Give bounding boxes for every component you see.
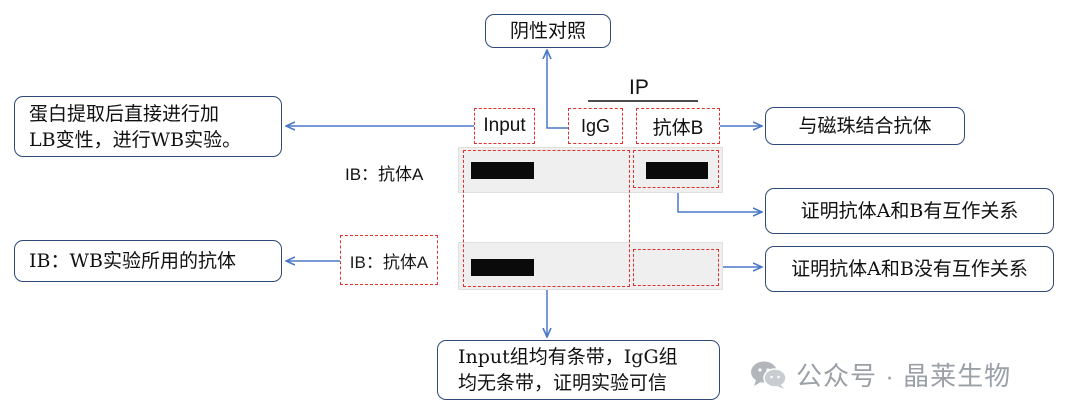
validity-note-box: Input组均有条带，IgG组 均无条带，证明实验可信	[437, 340, 720, 400]
interaction-no-box: 证明抗体A和B没有互作关系	[765, 246, 1054, 292]
lysate-note-line-2: LB变性，进行WB实验。	[29, 128, 242, 151]
ib-note-box: IB：WB实验所用的抗体	[14, 240, 282, 282]
band-input-row-2	[471, 259, 534, 276]
row-2-ib-label-box: IB：抗体A	[340, 235, 438, 285]
lysate-note-line-1: 蛋白提取后直接进行加	[29, 102, 220, 125]
ip-label: IP	[629, 76, 649, 99]
row-1-ib-label: IB：抗体A	[345, 165, 424, 184]
input-column-outline	[463, 150, 630, 287]
negative-control-box: 阴性对照	[485, 14, 611, 48]
antibody-b-empty-outline	[633, 249, 719, 286]
validity-note-line-1: Input组均有条带，IgG组	[458, 346, 678, 368]
negative-control-label: 阴性对照	[509, 20, 586, 42]
bead-antibody-text: 与磁珠结合抗体	[798, 115, 932, 137]
interaction-no-text: 证明抗体A和B没有互作关系	[791, 258, 1028, 280]
band-input-row-1	[471, 162, 534, 179]
ib-note-text: IB：WB实验所用的抗体	[29, 250, 236, 272]
row-2-ib-label: IB：抗体A	[349, 252, 429, 272]
watermark-text: 公众号 · 晶莱生物	[796, 361, 1012, 391]
lysate-note-box: 蛋白提取后直接进行加 LB变性，进行WB实验。	[14, 96, 282, 157]
bead-antibody-box: 与磁珠结合抗体	[765, 107, 965, 145]
arrow-band-to-interaction-yes	[677, 188, 762, 212]
lane-input-header: Input	[474, 108, 535, 144]
lane-antibody-b-header: 抗体B	[636, 108, 720, 144]
validity-note-line-2: 均无条带，证明实验可信	[458, 372, 668, 394]
arrow-igg-to-negative-control	[547, 50, 568, 129]
wechat-icon	[750, 360, 788, 390]
lane-igg-header: IgG	[568, 108, 623, 144]
interaction-yes-box: 证明抗体A和B有互作关系	[765, 188, 1054, 234]
band-antibody-b-row-1	[646, 162, 708, 179]
antibody-b-band-outline	[633, 150, 719, 188]
watermark: 公众号 · 晶莱生物	[750, 356, 1011, 393]
interaction-yes-text: 证明抗体A和B有互作关系	[800, 200, 1019, 222]
